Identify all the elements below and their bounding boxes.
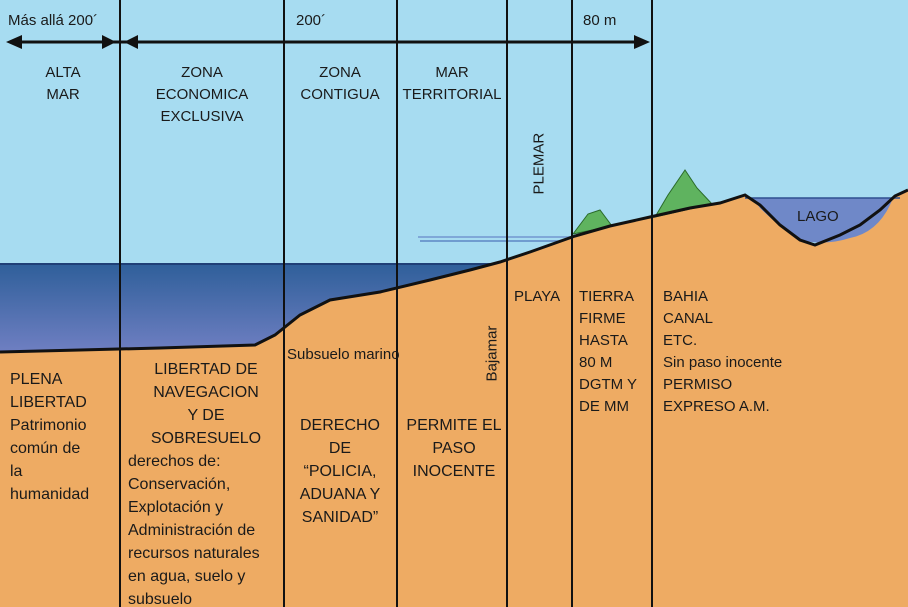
label-lago: LAGO (797, 208, 839, 225)
label-bajamar: Bajamar (483, 325, 501, 382)
arrow-left-1 (6, 35, 22, 49)
note-zee-title: LIBERTAD DE NAVEGACION Y DE SOBRESUELO (150, 361, 262, 447)
label-80m: 80 m (583, 12, 617, 29)
label-plemar: PLEMAR (530, 132, 548, 195)
note-playa: PLAYA (514, 288, 561, 305)
land (0, 190, 908, 607)
label-200: 200´ (296, 12, 327, 29)
zone-economica-exclusiva: ZONA ECONOMICA EXCLUSIVA (155, 64, 249, 125)
label-beyond-200: Más allá 200´ (8, 12, 99, 29)
sea (0, 264, 490, 352)
note-tierra-firme: TIERRA FIRME HASTA 80 M DGTM Y DE MM (579, 288, 638, 415)
note-territorial: PERMITE EL PASO INOCENTE (406, 417, 502, 480)
zone-alta-mar: ALTA MAR (45, 64, 81, 103)
arrow-right-1 (102, 35, 116, 49)
note-alta-mar: PLENA LIBERTAD Patrimonio común de la hu… (10, 371, 90, 503)
zone-contigua: ZONA CONTIGUA (300, 64, 380, 103)
note-zee-body: derechos de: Conservación, Explotación y… (128, 453, 260, 607)
arrow-right-2 (634, 35, 650, 49)
zone-mar-territorial: MAR TERRITORIAL (402, 64, 502, 103)
arrow-left-2 (124, 35, 138, 49)
note-contigua: DERECHO DE “POLICIA, ADUANA Y SANIDAD” (299, 417, 381, 526)
lake (752, 198, 893, 243)
note-bahia: BAHIA CANAL ETC. Sin paso inocente PERMI… (663, 288, 783, 415)
label-subsuelo-marino: Subsuelo marino (287, 346, 400, 363)
